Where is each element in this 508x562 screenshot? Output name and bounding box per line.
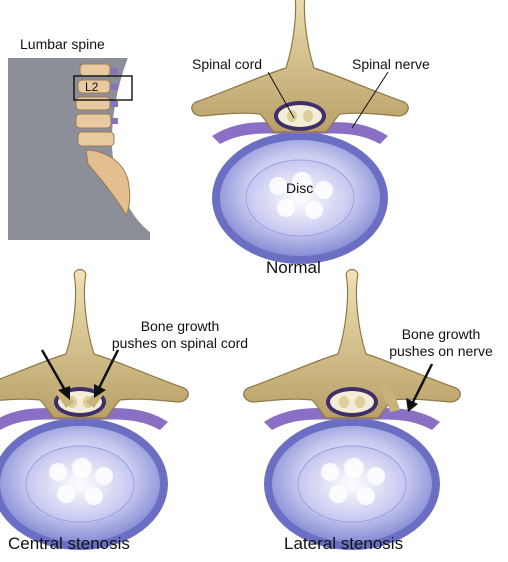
normal-vertebra (192, 0, 409, 264)
central-annotation: Bone growth pushes on spinal cord (92, 318, 268, 352)
lateral-annotation-line1: Bone growth (376, 326, 506, 343)
disc-label: Disc (286, 180, 313, 197)
central-annotation-line1: Bone growth (92, 318, 268, 335)
central-annotation-line2: pushes on spinal cord (92, 335, 268, 352)
central-stenosis-label: Central stenosis (8, 534, 130, 554)
spinal-cord-label: Spinal cord (192, 56, 262, 73)
spinal-nerve-label: Spinal nerve (352, 56, 430, 73)
lumbar-spine-label: Lumbar spine (20, 36, 105, 53)
lateral-stenosis-vertebra (244, 270, 461, 551)
l2-label: L2 (85, 79, 98, 96)
lateral-annotation: Bone growth pushes on nerve (376, 326, 506, 360)
lateral-stenosis-label: Lateral stenosis (284, 534, 403, 554)
lateral-annotation-line2: pushes on nerve (376, 343, 506, 360)
normal-label: Normal (266, 258, 321, 278)
central-stenosis-vertebra (0, 270, 188, 551)
lumbar-spine-figure (8, 58, 150, 240)
